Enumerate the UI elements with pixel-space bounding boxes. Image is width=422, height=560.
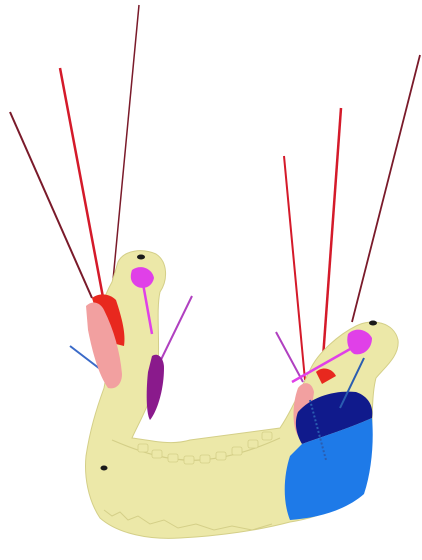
foramen-hole-icon: [101, 466, 108, 471]
foramen-hole-icon: [369, 321, 377, 326]
force-line-left-outer: [10, 112, 92, 298]
force-line-right-red-a: [284, 156, 305, 380]
tooth: [232, 447, 242, 455]
tooth: [262, 432, 272, 440]
tooth: [216, 452, 226, 460]
tooth: [248, 440, 258, 448]
foramen-hole-icon: [137, 255, 145, 260]
tooth: [184, 456, 194, 464]
force-line-left-red: [60, 68, 105, 308]
force-line-right-red-b: [322, 108, 341, 372]
tooth: [168, 454, 178, 462]
force-line-right-purple: [276, 332, 303, 382]
tooth: [200, 455, 210, 463]
force-line-right-outer: [352, 55, 420, 322]
tooth: [152, 450, 162, 458]
tooth: [138, 444, 148, 452]
